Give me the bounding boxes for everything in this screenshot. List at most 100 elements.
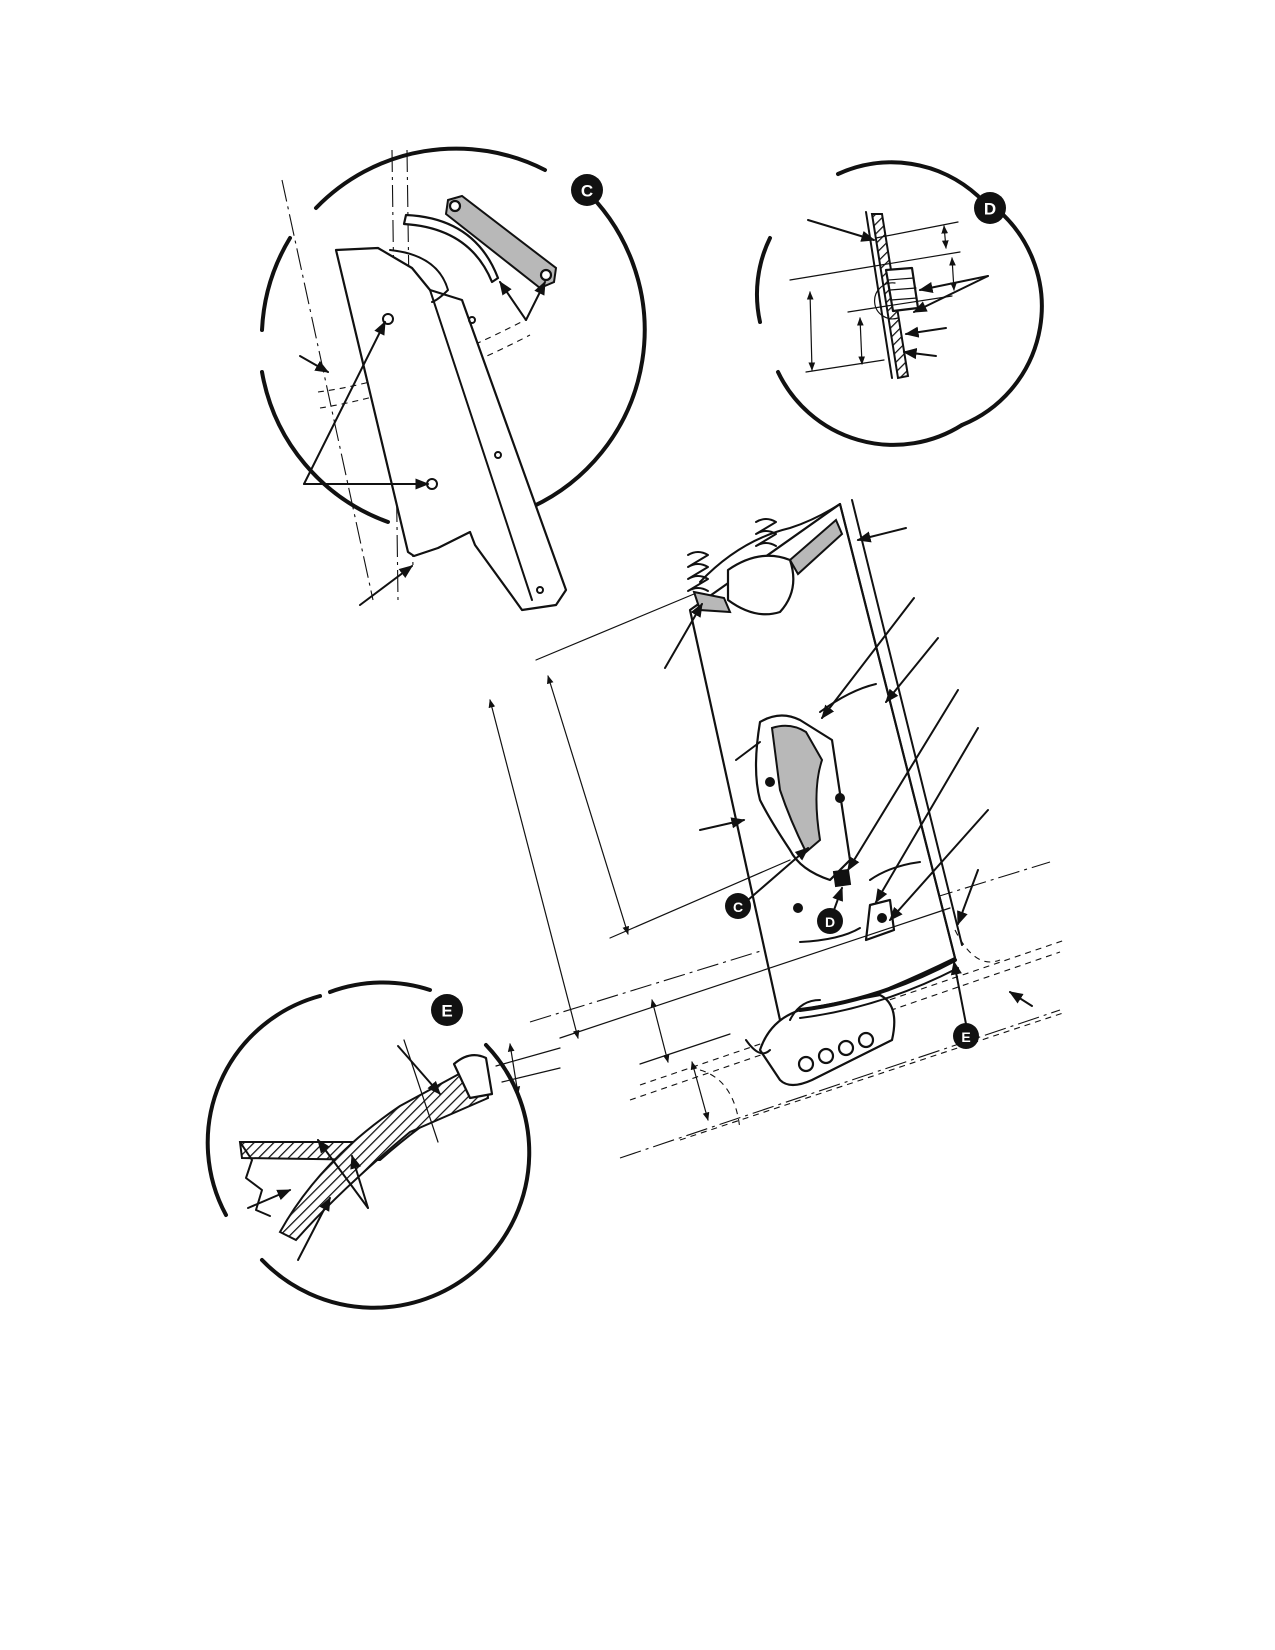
detail-c-view: C <box>260 146 647 612</box>
detail-c-boundary-arc-lower <box>260 370 390 524</box>
detail-d-dim-arrow-v1 <box>806 291 816 371</box>
top-bracket-strap <box>788 518 844 576</box>
main-callout-c-badge: C <box>725 893 751 919</box>
detail-c-bracket <box>444 194 558 290</box>
detail-d-boundary-arc-top <box>836 160 980 198</box>
main-callout-d-badge: D <box>817 908 843 934</box>
dim-arrow-4 <box>690 1061 710 1121</box>
detail-d-dim-line-3 <box>875 221 959 239</box>
detail-c-bracket-bolt-a <box>448 199 462 213</box>
detail-e-leader-4 <box>247 1189 292 1209</box>
detail-c-centerline-a <box>281 179 374 601</box>
detail-d-dim-line-1 <box>789 251 961 281</box>
lower-stiffener-arc-2 <box>799 927 861 943</box>
detail-c-leader-2 <box>525 280 546 321</box>
top-spring-left <box>687 551 709 592</box>
detail-e-boundary-arc-left <box>205 994 322 1217</box>
top-cutout <box>726 554 795 616</box>
dim-arrow-2 <box>547 675 629 935</box>
detail-e-boundary-arc-main <box>260 1043 532 1310</box>
detail-c-boundary-arc-top <box>314 146 547 210</box>
detail-c-rivet-a <box>468 316 476 324</box>
detail-d-leader-2 <box>912 275 989 313</box>
detail-c-rivet-c <box>536 586 544 594</box>
detail-d-leader-3 <box>918 275 989 293</box>
lower-clip-d <box>832 868 852 888</box>
base-bolt-b <box>817 1047 835 1065</box>
middle-side-flap <box>735 741 761 761</box>
main-leader-8 <box>664 602 703 669</box>
detail-d-hidden-circle <box>873 282 899 320</box>
ext-line-bottom <box>559 907 951 1039</box>
lower-bracket-bolt <box>877 913 887 923</box>
detail-d-leader-5 <box>902 348 937 360</box>
detail-e-leader-5 <box>297 1196 331 1261</box>
detail-d-badge: D <box>974 192 1006 224</box>
base-bolt-a <box>797 1055 815 1073</box>
bottom-seal-strip-inner <box>799 967 959 1019</box>
detail-d-leader-4 <box>904 326 947 338</box>
main-panel-right-edge-b <box>851 499 963 946</box>
detail-c-strap <box>402 213 500 284</box>
detail-c-leader-6 <box>359 565 414 606</box>
main-leader-4 <box>847 689 959 872</box>
tube-hidden-outline-1 <box>629 951 1067 1141</box>
lower-stiffener-arc <box>869 861 921 881</box>
detail-c-leader-4 <box>303 320 386 485</box>
detail-c-hole-upper <box>382 313 394 325</box>
top-spring-right <box>755 518 777 547</box>
detail-e-centerline-1 <box>403 1039 439 1143</box>
svg-text:C: C <box>733 899 743 915</box>
detail-c-badge: C <box>571 174 603 206</box>
main-leader-5 <box>875 727 979 904</box>
main-callout-e-badge: E <box>953 1023 979 1049</box>
main-leader-e <box>950 960 967 1025</box>
base-bolt-c <box>837 1039 855 1057</box>
detail-c-channel-flange <box>429 289 533 601</box>
detail-e-leader-1 <box>397 1045 441 1096</box>
main-leader-2 <box>821 597 915 720</box>
main-panel-right-edge-a <box>839 503 956 959</box>
main-leader-3 <box>885 637 939 704</box>
tube-centerline-lower <box>619 1009 1061 1159</box>
detail-d-dim-arrow-v2 <box>856 317 866 365</box>
detail-d-dim-arrow-v4 <box>949 257 957 291</box>
svg-text:D: D <box>825 914 835 930</box>
detail-e-boundary-arc-top <box>328 980 432 994</box>
detail-e-centerline-2 <box>495 1047 561 1067</box>
main-assembly-view: C D E <box>488 499 1067 1159</box>
detail-e-break-line <box>239 1141 271 1217</box>
detail-e-badge: E <box>431 994 463 1026</box>
ext-line-low <box>639 1033 731 1065</box>
detail-c-leader-3 <box>299 355 330 373</box>
detail-c-rivet-b <box>494 451 502 459</box>
detail-c-boundary-arc <box>530 185 647 509</box>
detail-e-leader-2 <box>317 1138 369 1209</box>
detail-e-dim-1 <box>507 1043 521 1095</box>
detail-e-seal-cap <box>452 1053 494 1100</box>
svg-text:E: E <box>961 1029 970 1045</box>
dim-arrow-1 <box>488 699 580 1039</box>
detail-c-channel-member <box>334 246 568 612</box>
svg-text:D: D <box>984 200 996 219</box>
detail-c-bracket-bolt-b <box>539 268 553 282</box>
detail-d-dim-line-2 <box>847 295 953 313</box>
ext-line-middle <box>609 859 791 939</box>
detail-c-boundary-arc-left <box>260 236 292 332</box>
middle-rivet-c <box>793 903 803 913</box>
base-bolt-d <box>857 1031 875 1049</box>
detail-d-leader-1 <box>807 219 876 242</box>
svg-text:C: C <box>581 182 593 201</box>
bottom-seal-strip <box>798 958 957 1012</box>
main-leader-c <box>747 847 810 901</box>
ext-line-top <box>535 593 695 661</box>
base-fitting <box>758 993 896 1087</box>
middle-cutaway-shading <box>770 724 824 854</box>
main-leader-10 <box>1008 991 1033 1007</box>
main-panel-top-tear <box>699 503 841 583</box>
detail-d-clip-ridges <box>887 277 918 301</box>
detail-d-boundary-arc-bottom <box>776 370 964 447</box>
detail-c-channel-curl <box>389 249 449 303</box>
main-leader-6 <box>889 809 989 922</box>
